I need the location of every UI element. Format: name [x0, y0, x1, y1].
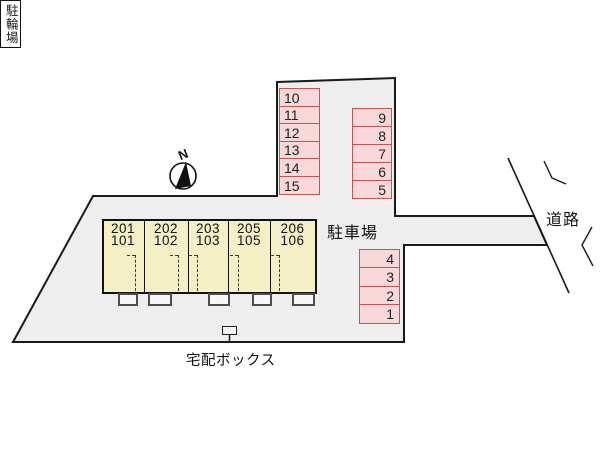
entrance-step — [292, 293, 315, 306]
unit-lower-number: 102 — [153, 233, 179, 248]
parking-column-east: 9 8 7 6 5 — [352, 108, 392, 200]
parking-stall: 9 — [352, 108, 392, 128]
stall-number: 14 — [284, 159, 300, 176]
bicycle-parking-label: 駐輪場 — [0, 0, 21, 48]
parking-stall: 15 — [279, 176, 320, 196]
entrance-step — [252, 293, 272, 306]
parking-stall: 7 — [352, 144, 392, 164]
stall-number: 2 — [386, 287, 394, 304]
delivery-box-icon — [222, 326, 237, 335]
entrance-path — [135, 255, 136, 291]
stall-number: 9 — [378, 109, 386, 126]
unit-lower-number: 105 — [236, 233, 262, 248]
parking-stall: 13 — [279, 140, 320, 160]
parking-lot-label: 駐車場 — [327, 225, 379, 242]
stall-number: 4 — [386, 250, 394, 267]
parking-stall: 2 — [359, 285, 400, 306]
road-break-mark-bottom — [581, 226, 594, 267]
unit-upper-number: 206 — [280, 221, 305, 236]
building-outline — [102, 219, 317, 294]
parking-column-west: 10 11 12 13 14 15 — [279, 88, 320, 196]
parking-stall: 12 — [279, 123, 320, 143]
stall-number: 10 — [284, 89, 300, 106]
unit-upper-number: 202 — [153, 221, 179, 236]
parking-stall: 1 — [359, 304, 400, 325]
stall-number: 6 — [378, 163, 386, 180]
stall-number: 8 — [378, 127, 386, 144]
entrance-path — [238, 255, 239, 291]
unit-label: 201 101 — [102, 221, 144, 248]
unit-upper-number: 201 — [110, 221, 136, 236]
unit-divider — [228, 219, 229, 294]
stall-number: 13 — [284, 142, 300, 159]
entrance-path — [197, 255, 198, 291]
parking-stall: 6 — [352, 162, 392, 182]
entrance-path — [178, 255, 179, 291]
stall-number: 1 — [386, 306, 394, 323]
entrance-step — [118, 293, 138, 306]
parking-stall: 8 — [352, 126, 392, 146]
parking-column-south: 4 3 2 1 — [359, 249, 400, 325]
entrance-path — [230, 255, 238, 256]
unit-label: 205 105 — [228, 221, 270, 248]
unit-label: 202 102 — [144, 221, 188, 248]
unit-divider — [188, 219, 189, 294]
entrance-step — [148, 293, 172, 306]
entrance-path — [271, 255, 279, 256]
parking-stall: 11 — [279, 105, 320, 125]
entrance-path — [279, 255, 280, 291]
delivery-box-label: 宅配ボックス — [186, 353, 276, 369]
unit-upper-number: 203 — [195, 221, 221, 236]
unit-label: 203 103 — [188, 221, 228, 248]
stall-number: 11 — [284, 107, 299, 124]
unit-divider — [270, 219, 271, 294]
entrance-path — [170, 255, 178, 256]
north-letter: N — [176, 146, 190, 163]
unit-label: 206 106 — [270, 221, 315, 248]
stall-number: 12 — [284, 124, 300, 141]
road-label: 道路 — [546, 212, 581, 229]
road-break-mark-top — [543, 160, 567, 185]
unit-upper-number: 205 — [236, 221, 262, 236]
unit-lower-number: 103 — [195, 233, 221, 248]
parking-stall: 14 — [279, 158, 320, 178]
parking-stall: 5 — [352, 180, 392, 200]
entrance-step — [208, 293, 230, 306]
stall-number: 15 — [284, 177, 300, 194]
entrance-path — [127, 255, 135, 256]
unit-lower-number: 101 — [110, 233, 136, 248]
unit-lower-number: 106 — [280, 233, 305, 248]
stall-number: 5 — [378, 181, 386, 198]
road-edge-line — [507, 157, 570, 294]
north-arrow-icon: N — [169, 146, 197, 190]
entrance-path — [189, 255, 197, 256]
unit-divider — [144, 219, 145, 294]
parking-stall: 10 — [279, 88, 320, 107]
parking-stall: 3 — [359, 267, 400, 288]
stall-number: 7 — [378, 145, 386, 162]
parking-stall: 4 — [359, 249, 400, 269]
stall-number: 3 — [386, 269, 394, 286]
